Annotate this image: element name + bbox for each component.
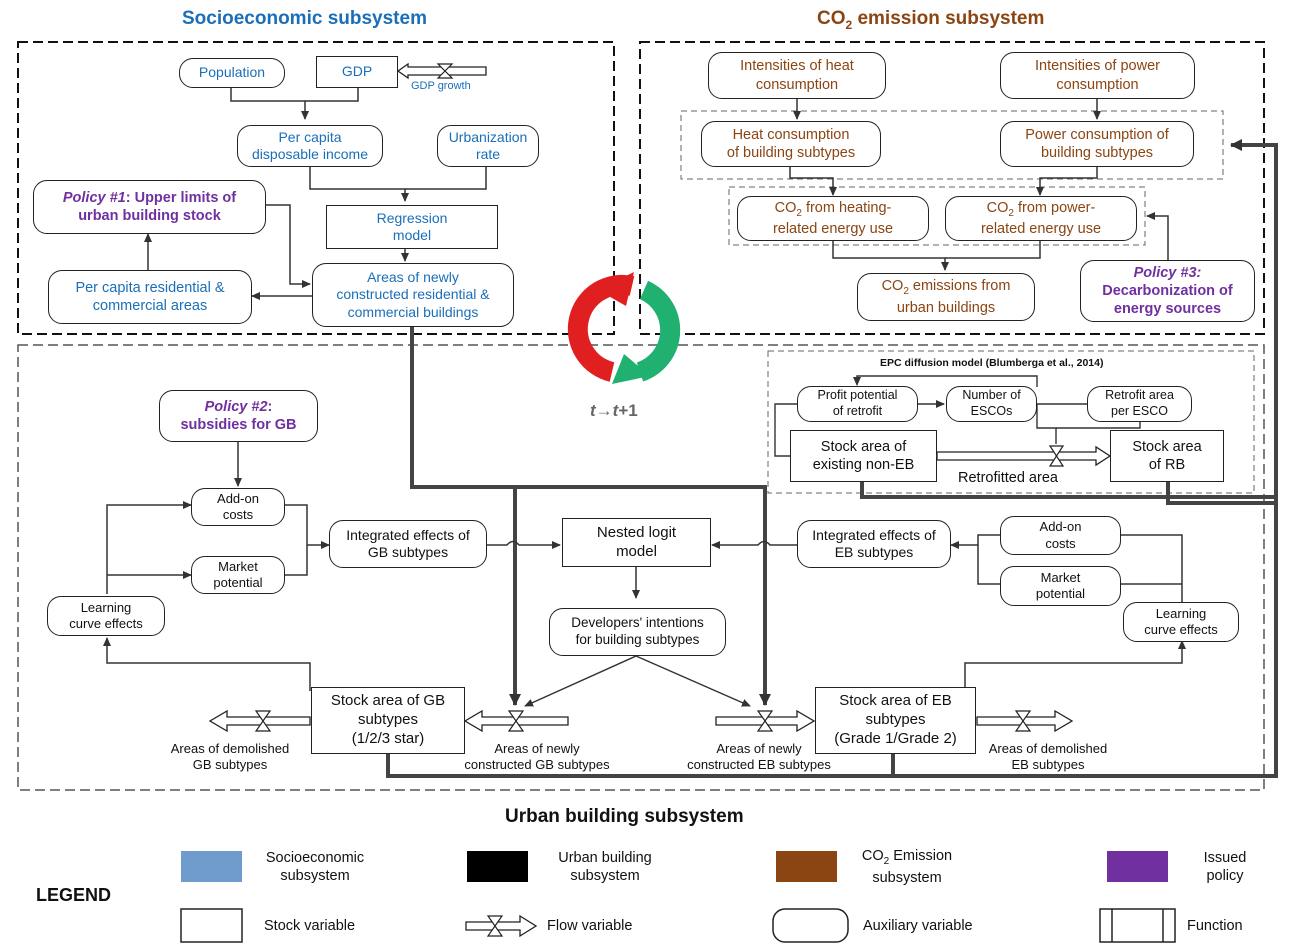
retrofit-flow [936, 445, 1112, 467]
gdp-stock: GDP [316, 56, 398, 88]
co2-boundary [639, 41, 1265, 335]
legend-stock-label: Stock variable [264, 918, 356, 934]
gb-demolish-flow [208, 709, 311, 733]
legend-function-symbol [1099, 908, 1176, 943]
retrofitted-label: Retrofitted area [958, 470, 1058, 486]
cycle-icon [567, 272, 681, 384]
legend-flow-symbol [465, 914, 538, 938]
legend-socio-swatch [181, 851, 242, 882]
legend-aux-symbol [772, 908, 849, 943]
legend-co2-label: CO2 Emission subsystem [861, 848, 953, 886]
co2-header-prefix: CO [817, 8, 846, 29]
socio-boundary [17, 41, 615, 335]
gdp-growth-flow [396, 62, 487, 80]
policy1-node: Policy #1: Upper limits of urban buildin… [33, 180, 266, 234]
percapita-areas-node: Per capita residential &commercial areas [48, 270, 252, 324]
legend-flow-label: Flow variable [547, 918, 633, 934]
legend-urban-swatch [467, 851, 528, 882]
co2-header-sub: 2 [845, 17, 853, 32]
policy3-node: Policy #3: Decarbonization of energy sou… [1080, 260, 1255, 322]
socio-links [144, 86, 487, 300]
co2-heating-node: CO2 from heating- related energy use [737, 196, 929, 241]
urban-header: Urban building subsystem [505, 806, 744, 827]
legend-title: LEGEND [36, 885, 112, 905]
legend-function-label: Function [1187, 918, 1243, 934]
gdp-growth-label: GDP growth [411, 80, 471, 92]
urban-boundary [17, 344, 1265, 791]
population-node: Population [179, 58, 285, 88]
co2-total-node: CO2 emissions from urban buildings [857, 273, 1035, 321]
gb-new-flow [463, 709, 569, 733]
socio-header: Socioeconomic subsystem [182, 8, 427, 29]
legend-policy-swatch [1107, 851, 1168, 882]
gb-links [103, 442, 561, 691]
policy2-node: Policy #2: subsidies for GB [159, 390, 318, 442]
legend-stock-symbol [180, 908, 243, 943]
co2-source-group [728, 186, 1146, 246]
eb-links [711, 534, 1186, 691]
legend-co2-swatch [776, 851, 837, 882]
nested-links [524, 567, 751, 707]
epc-group [767, 350, 1255, 494]
co2-header-suffix: emission subsystem [852, 8, 1045, 29]
eb-demolish-flow [976, 709, 1074, 733]
eb-new-flow [715, 709, 816, 733]
co2-header: CO2 emission subsystem [817, 7, 1044, 33]
co2-links [789, 99, 1169, 271]
epc-title: EPC diffusion model (Blumberga et al., 2… [880, 357, 1104, 369]
thick-feedback-lines [386, 139, 1278, 778]
consumption-group [680, 110, 1224, 180]
cycle-label: t→t+1 [590, 401, 638, 420]
epc-links [774, 375, 1141, 457]
legend-aux-label: Auxiliary variable [863, 918, 973, 934]
co2-power-node: CO2 from power- related energy use [945, 196, 1137, 241]
